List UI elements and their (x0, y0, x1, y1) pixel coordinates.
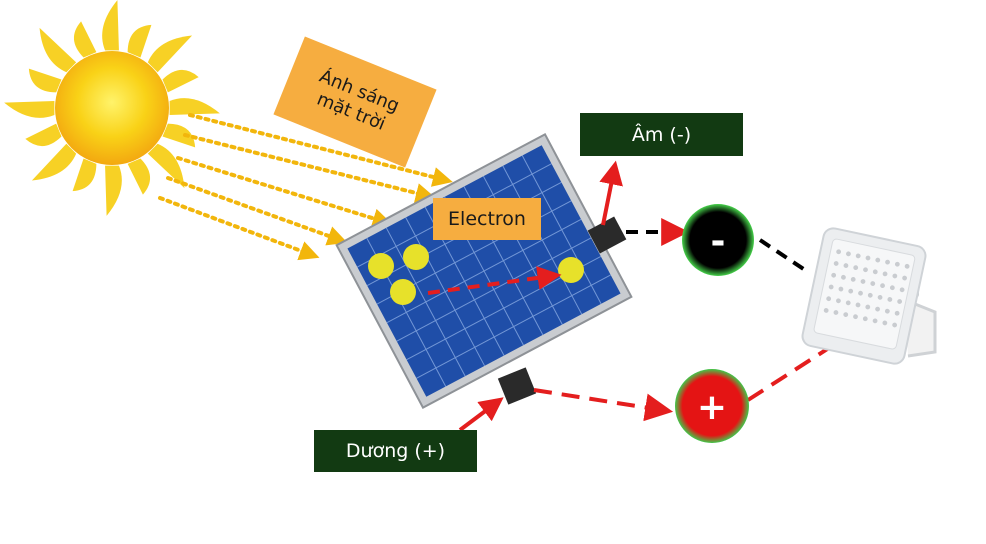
sun-ray (147, 35, 193, 73)
sun-ray (162, 69, 199, 93)
led-chip (887, 297, 893, 302)
led-chip (831, 272, 837, 278)
junction-box-positive (497, 367, 537, 405)
led-chip (845, 300, 851, 306)
negative-wire (626, 218, 810, 274)
sun-ray (28, 68, 62, 93)
led-chip (892, 273, 898, 279)
panel-grid-line (386, 218, 582, 324)
led-chip (823, 308, 829, 313)
electron-dot (368, 253, 394, 279)
plus-sign: + (697, 387, 727, 428)
positive-wire (533, 344, 834, 422)
junction-box-negative (587, 216, 627, 254)
led-chip (904, 263, 910, 269)
sun-ray (147, 143, 185, 189)
led-chip (865, 304, 871, 310)
sun-ray (4, 101, 55, 118)
sun-ray (31, 143, 77, 181)
sunlight-rays (158, 113, 453, 261)
led-chip (838, 286, 844, 292)
led-flood-light-icon (801, 227, 937, 365)
led-chip (882, 320, 888, 326)
led-chip (892, 322, 898, 328)
led-chip (867, 292, 873, 298)
sun-ray (162, 123, 196, 148)
led-chip (875, 257, 881, 263)
led-chip (885, 259, 890, 265)
electron-dot (390, 279, 416, 305)
led-chip (843, 312, 849, 318)
led-chip (880, 283, 885, 289)
led-chip (875, 306, 880, 312)
sun-ray (169, 98, 220, 115)
arrow-to-negative-label (599, 160, 623, 226)
led-chip (855, 302, 861, 308)
led-chip (828, 284, 834, 290)
led-chip (853, 265, 859, 271)
led-chip (860, 279, 866, 284)
led-chip (894, 261, 900, 267)
led-chip (889, 285, 895, 291)
negative-node: - (682, 204, 754, 276)
led-chip (862, 316, 868, 322)
led-chip (836, 249, 842, 255)
led-chip (882, 271, 888, 277)
led-chip (902, 275, 908, 281)
positive-terminal-label: Dương (+) (314, 430, 477, 472)
electron-label: Electron (433, 198, 541, 240)
led-chip (855, 253, 861, 259)
electron-dot (558, 257, 584, 283)
led-chip (848, 288, 854, 294)
sun-ray (127, 158, 151, 195)
led-chip (836, 298, 841, 304)
sun-ray (105, 165, 122, 216)
solar-panel-icon (335, 133, 633, 409)
led-chip (899, 287, 905, 293)
electron-dots (368, 244, 584, 305)
electron-flow-arrow (427, 266, 562, 295)
led-chip (877, 294, 883, 300)
led-chip (872, 269, 878, 275)
led-chip (846, 251, 851, 257)
led-chip (843, 263, 849, 268)
panel-grid-line (416, 274, 611, 379)
sun-ray (73, 21, 97, 58)
sun-ray (127, 24, 152, 58)
led-chip (841, 274, 846, 280)
sun-icon (4, 0, 220, 216)
led-chip (897, 299, 903, 304)
led-chip (872, 318, 878, 324)
led-chip (853, 314, 858, 320)
sun-ray (25, 123, 62, 147)
minus-sign: - (711, 221, 726, 262)
led-chip (870, 281, 876, 286)
led-chip (833, 261, 839, 266)
led-chip (863, 267, 868, 273)
led-chip (858, 290, 863, 296)
sun-ray (102, 0, 119, 51)
led-chip (850, 276, 856, 282)
led-chip (833, 310, 839, 315)
led-chip (826, 296, 832, 302)
positive-node: + (675, 369, 749, 443)
negative-terminal-label: Âm (-) (580, 113, 743, 156)
sun-ray (72, 158, 97, 192)
led-chip (884, 308, 890, 314)
sun-ray (39, 27, 77, 73)
led-chip (865, 255, 871, 261)
electron-dot (403, 244, 429, 270)
arrow-from-positive-label (458, 397, 504, 432)
led-chip (894, 310, 900, 316)
panel-grid-line (396, 237, 592, 342)
